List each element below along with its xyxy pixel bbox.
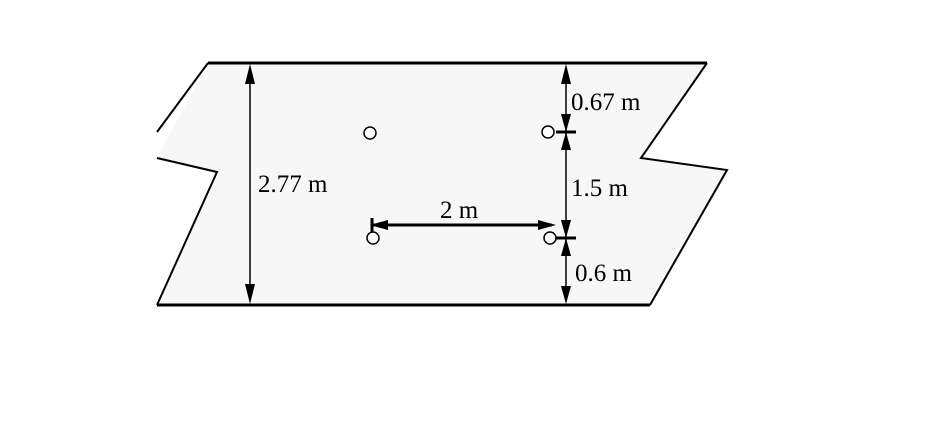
bottom-offset-arrow-up bbox=[561, 238, 571, 256]
point-lower-right bbox=[543, 231, 557, 245]
bottom-offset-arrow-down bbox=[561, 286, 571, 304]
horizontal-arrow-left bbox=[370, 220, 388, 230]
label-horizontal-spacing: 2 m bbox=[440, 197, 479, 224]
slab-fill bbox=[157, 63, 727, 305]
label-total-height: 2.77 m bbox=[258, 171, 328, 198]
top-offset-arrow-up bbox=[561, 64, 571, 84]
total-height-arrow-top bbox=[245, 64, 255, 84]
middle-spacing-arrow-up bbox=[561, 132, 571, 150]
label-top-offset: 0.67 m bbox=[571, 89, 641, 116]
point-upper-right bbox=[541, 125, 555, 139]
middle-spacing-arrow-down bbox=[561, 220, 571, 238]
label-middle-spacing: 1.5 m bbox=[571, 175, 629, 202]
left-break-line-upper bbox=[156, 62, 209, 133]
right-break-line bbox=[639, 62, 729, 306]
total-height-arrow-bottom bbox=[245, 284, 255, 304]
label-bottom-offset: 0.6 m bbox=[575, 260, 633, 287]
point-lower-left bbox=[366, 231, 380, 245]
left-break-line-lower bbox=[156, 157, 219, 306]
horizontal-arrow-right bbox=[538, 220, 556, 230]
top-offset-arrow-down bbox=[561, 114, 571, 132]
point-upper-left bbox=[363, 126, 377, 140]
